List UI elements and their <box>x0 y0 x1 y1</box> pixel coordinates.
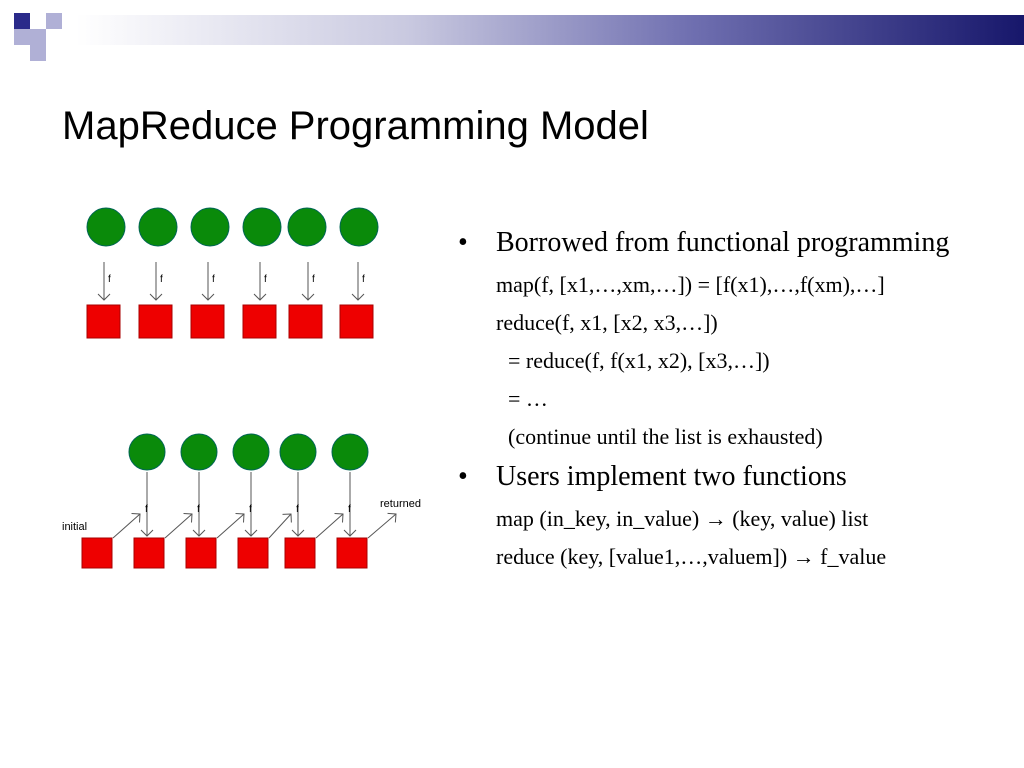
bullet-user-functions: • Users implement two functions <box>458 460 1018 494</box>
reduce-input-circle <box>232 433 270 471</box>
reduce-definition: reduce(f, x1, [x2, x3,…]) <box>496 310 718 335</box>
map-output-square <box>138 304 173 339</box>
reduce-chain-arrow <box>315 513 344 539</box>
map-function-label: f <box>212 274 215 285</box>
bullet-marker: • <box>458 461 468 492</box>
reduce-function-label: f <box>348 504 351 515</box>
reduce-chain-arrow <box>367 512 397 539</box>
map-output-square <box>190 304 225 339</box>
map-function-label: f <box>264 274 267 285</box>
map-function-label: f <box>362 274 365 285</box>
reduce-ellipsis: = … <box>508 386 548 411</box>
map-definition: map(f, [x1,…,xm,…]) = [f(x1),…,f(xm),…] <box>496 272 885 297</box>
header-gradient-bar <box>76 15 1024 45</box>
bullet-text: Users implement two functions <box>496 461 847 492</box>
reduce-step: = reduce(f, f(x1, x2), [x3,…]) <box>508 348 770 373</box>
reduce-input-circle <box>331 433 369 471</box>
reduce-accumulator-square <box>133 537 165 569</box>
reduce-accumulator-square <box>336 537 368 569</box>
map-output-square <box>288 304 323 339</box>
reduce-signature: reduce (key, [value1,…,valuem]) → f_valu… <box>496 544 887 569</box>
reduce-diagram: f f f f f initial returned <box>62 433 421 569</box>
reduce-accumulator-square <box>284 537 316 569</box>
reduce-input-circle <box>279 433 317 471</box>
returned-label: returned <box>380 498 421 510</box>
map-signature: map (in_key, in_value) → (key, value) li… <box>496 506 869 531</box>
bullet-functional-programming: • Borrowed from functional programming <box>458 226 1018 260</box>
reduce-accumulator-square <box>185 537 217 569</box>
map-diagram: f f f f f f <box>86 207 379 339</box>
reduce-function-label: f <box>249 504 252 515</box>
map-input-circle <box>242 207 282 247</box>
initial-label: initial <box>62 521 87 533</box>
map-input-circle <box>287 207 327 247</box>
map-input-circle <box>138 207 178 247</box>
reduce-input-circle <box>128 433 166 471</box>
map-input-circle <box>86 207 126 247</box>
reduce-function-label: f <box>145 504 148 515</box>
reduce-input-circle <box>180 433 218 471</box>
reduce-chain-arrow <box>112 513 141 539</box>
reduce-function-label: f <box>197 504 200 515</box>
reduce-chain-arrow <box>268 513 292 539</box>
reduce-accumulator-square <box>237 537 269 569</box>
reduce-chain-arrow <box>216 513 245 539</box>
map-input-circle <box>190 207 230 247</box>
bullet-text: Borrowed from functional programming <box>496 227 950 258</box>
map-output-square <box>86 304 121 339</box>
reduce-function-label: f <box>296 504 299 515</box>
bullet-content: • Borrowed from functional programming m… <box>458 226 1018 570</box>
reduce-note: (continue until the list is exhausted) <box>508 424 823 449</box>
reduce-chain-arrow <box>164 513 193 539</box>
reduce-accumulator-square <box>81 537 113 569</box>
map-input-circle <box>339 207 379 247</box>
map-function-label: f <box>108 274 111 285</box>
map-function-label: f <box>312 274 315 285</box>
map-output-square <box>242 304 277 339</box>
map-output-square <box>339 304 374 339</box>
slide-title: MapReduce Programming Model <box>62 104 649 148</box>
map-function-label: f <box>160 274 163 285</box>
mapreduce-diagram: f f f f f f f f f f f <box>62 207 421 569</box>
bullet-marker: • <box>458 227 468 258</box>
